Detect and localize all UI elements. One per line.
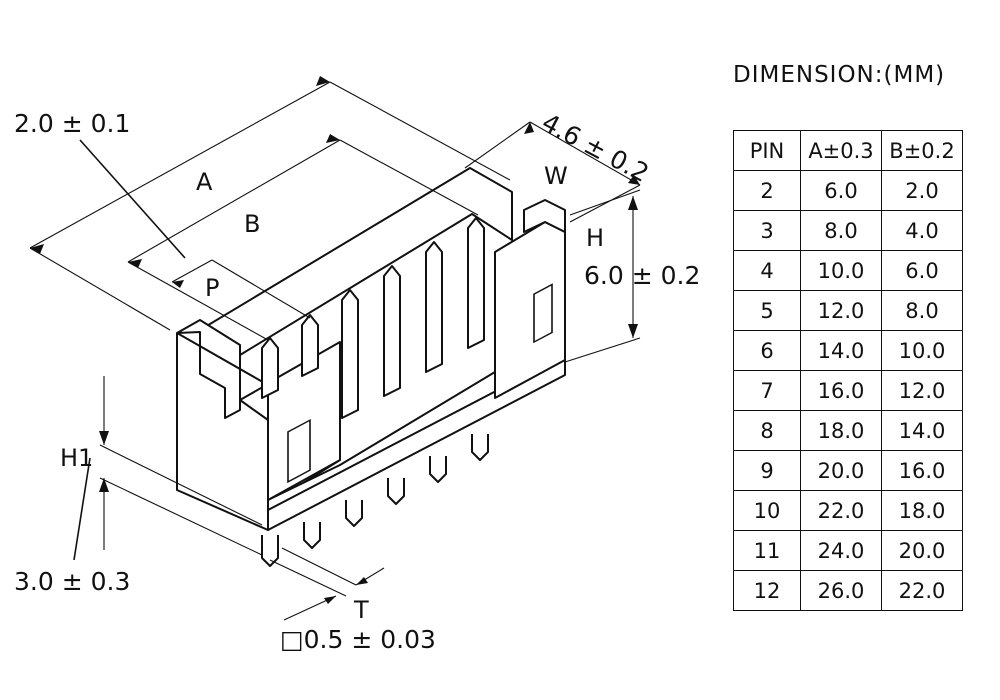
dimension-h — [564, 189, 641, 363]
cell-pin: 4 — [733, 250, 801, 291]
h1-leader — [73, 457, 91, 561]
cell-pin: 12 — [733, 570, 801, 611]
header-b: B±0.2 — [881, 130, 963, 171]
label-p: P — [205, 274, 219, 302]
label-pin-tol: □0.5 ± 0.03 — [280, 625, 436, 654]
cell-pin: 5 — [733, 290, 801, 331]
header-pin: PIN — [733, 130, 801, 171]
cell-b: 2.0 — [881, 170, 963, 211]
cell-a: 14.0 — [800, 330, 882, 371]
cell-a: 16.0 — [800, 370, 882, 411]
cell-b: 20.0 — [881, 530, 963, 571]
header-a: A±0.3 — [800, 130, 882, 171]
cell-a: 6.0 — [800, 170, 882, 211]
dimension-t — [269, 547, 385, 621]
pins-upper — [261, 217, 485, 419]
pins-lower — [261, 434, 489, 567]
cell-b: 14.0 — [881, 410, 963, 451]
label-a: A — [196, 168, 213, 196]
dimension-w — [464, 121, 641, 223]
cell-pin: 6 — [733, 330, 801, 371]
dimension-h1 — [99, 376, 263, 556]
cell-pin: 10 — [733, 490, 801, 531]
cell-b: 22.0 — [881, 570, 963, 611]
dimension-a — [29, 76, 511, 331]
cell-pin: 9 — [733, 450, 801, 491]
cell-a: 26.0 — [800, 570, 882, 611]
cell-b: 18.0 — [881, 490, 963, 531]
cell-a: 12.0 — [800, 290, 882, 331]
cell-a: 18.0 — [800, 410, 882, 451]
right-latch-window — [533, 283, 553, 344]
cell-a: 10.0 — [800, 250, 882, 291]
dimension-p — [171, 259, 311, 319]
connector-drawing: A B P 2.0 ± 0.1 4.6 ± 0.2 W H 6.0 ± 0.2 — [14, 76, 700, 654]
dimension-table-title: DIMENSION:(MM) — [733, 62, 946, 88]
cell-pin: 11 — [733, 530, 801, 571]
table-header-row: PIN A±0.3 B±0.2 — [733, 130, 963, 171]
pitch-leader — [79, 139, 186, 259]
cell-b: 8.0 — [881, 290, 963, 331]
cell-a: 20.0 — [800, 450, 882, 491]
label-pitch-tol: 2.0 ± 0.1 — [14, 109, 130, 138]
cell-a: 22.0 — [800, 490, 882, 531]
label-b: B — [244, 210, 260, 238]
dimension-b — [127, 134, 479, 341]
label-h1-tol: 3.0 ± 0.3 — [14, 567, 130, 596]
label-h: H — [586, 224, 604, 252]
cell-b: 6.0 — [881, 250, 963, 291]
cell-b: 16.0 — [881, 450, 963, 491]
connector-isometric-view: A B P 2.0 ± 0.1 4.6 ± 0.2 W H 6.0 ± 0.2 — [14, 76, 700, 654]
right-end-cap — [523, 199, 566, 233]
cell-pin: 3 — [733, 210, 801, 251]
cell-pin: 8 — [733, 410, 801, 451]
cell-b: 12.0 — [881, 370, 963, 411]
label-t: T — [353, 596, 369, 624]
left-latch-window — [287, 418, 311, 484]
label-height-tol: 6.0 ± 0.2 — [584, 261, 700, 290]
housing-left-block — [176, 319, 269, 531]
cell-a: 8.0 — [800, 210, 882, 251]
cell-b: 4.0 — [881, 210, 963, 251]
cell-b: 10.0 — [881, 330, 963, 371]
label-w: W — [544, 162, 568, 190]
cell-a: 24.0 — [800, 530, 882, 571]
cell-pin: 2 — [733, 170, 801, 211]
cell-pin: 7 — [733, 370, 801, 411]
